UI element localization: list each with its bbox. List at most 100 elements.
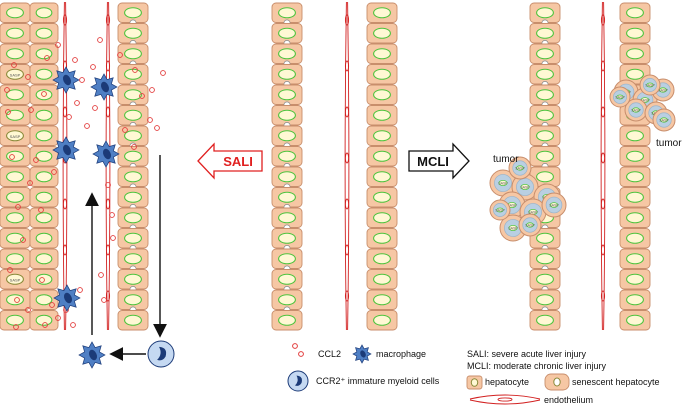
nucleus	[373, 171, 391, 183]
nucleus	[536, 89, 554, 101]
endothelial-nucleus	[600, 290, 606, 302]
legend-senescent-hepatocyte: senescent hepatocyte	[572, 377, 660, 387]
nucleus	[124, 150, 142, 162]
ccl2-icon	[28, 107, 34, 113]
nucleus	[6, 150, 24, 162]
nucleus	[536, 130, 554, 142]
ccl2-icon	[98, 272, 104, 278]
ccl2-icon	[117, 52, 123, 58]
sasp-marker: SASP	[615, 95, 625, 99]
ccl2-icon	[109, 212, 115, 218]
nucleus	[6, 27, 24, 39]
nucleus	[6, 232, 24, 244]
nucleus	[35, 253, 53, 265]
nucleus	[626, 150, 644, 162]
macrophage	[52, 66, 80, 94]
legend-hepatocyte: hepatocyte	[485, 377, 529, 387]
sali-label: SALI	[223, 154, 253, 169]
nucleus	[35, 150, 53, 162]
nucleus	[278, 294, 296, 306]
ccl2-icon	[84, 123, 90, 129]
sasp-marker: SASP	[10, 72, 21, 77]
nucleus	[536, 68, 554, 80]
ccl2-icon	[38, 207, 44, 213]
sasp-marker: SASP	[528, 210, 538, 214]
nucleus	[373, 191, 391, 203]
endothelial-nucleus	[600, 14, 606, 26]
nucleus	[626, 68, 644, 80]
nucleus	[626, 232, 644, 244]
ccl2-icon	[70, 322, 76, 328]
nucleus	[35, 212, 53, 224]
hepatocyte-icon	[466, 375, 483, 390]
ccl2-icon	[72, 57, 78, 63]
nucleus	[124, 314, 142, 326]
nucleus	[124, 171, 142, 183]
endothelial-nucleus	[62, 244, 68, 256]
nucleus	[626, 7, 644, 19]
ccl2-icon	[139, 93, 145, 99]
sasp-marker: SASP	[645, 83, 655, 87]
nucleus	[35, 7, 53, 19]
nucleus	[6, 212, 24, 224]
endothelial-nucleus	[344, 244, 350, 256]
nucleus	[35, 314, 53, 326]
nucleus	[124, 48, 142, 60]
liver-tissue-panels: SASPSASPSASPSASPSASPSASPSASPSASPSASPSASP…	[0, 1, 676, 369]
nucleus	[6, 130, 24, 142]
nucleus	[536, 27, 554, 39]
sasp-marker: SASP	[631, 108, 641, 112]
tumor-cell: SASP	[652, 108, 676, 132]
ccl2-icon	[79, 77, 85, 83]
sasp-marker: SASP	[659, 118, 669, 122]
nucleus	[35, 27, 53, 39]
ccl2-icon	[147, 117, 153, 123]
nucleus	[278, 273, 296, 285]
hepatocyte-column	[366, 2, 398, 331]
nucleus	[278, 253, 296, 265]
legend-mcli-definition: MCLI: moderate chronic liver injury	[467, 361, 607, 371]
endothelium	[344, 1, 350, 331]
nucleus	[35, 68, 53, 80]
sasp-marker: SASP	[508, 226, 518, 230]
nucleus	[124, 89, 142, 101]
ccr2-immature-myeloid-cell	[147, 340, 175, 368]
sasp-marker: SASP	[495, 208, 505, 212]
nucleus	[536, 294, 554, 306]
sasp-marker: SASP	[507, 203, 517, 207]
ccl2-icon	[149, 87, 155, 93]
nucleus	[373, 232, 391, 244]
tumor-label: tumor	[656, 138, 682, 149]
nucleus	[124, 253, 142, 265]
endothelium-icon	[469, 394, 541, 405]
nucleus	[124, 232, 142, 244]
nucleus	[373, 48, 391, 60]
nucleus	[35, 294, 53, 306]
nucleus	[373, 7, 391, 19]
nucleus	[278, 314, 296, 326]
recruitment-arrows	[85, 155, 167, 361]
ccl2-icon	[11, 62, 17, 68]
nucleus	[278, 212, 296, 224]
nucleus	[6, 171, 24, 183]
nucleus	[626, 314, 644, 326]
ccl2-icon	[4, 87, 10, 93]
nucleus	[124, 130, 142, 142]
sasp-marker: SASP	[498, 181, 508, 185]
nucleus	[536, 48, 554, 60]
ccl2-icon	[33, 157, 39, 163]
legend-ccr2: CCR2⁺ immature myeloid cells	[316, 376, 440, 386]
ccl2-icon	[25, 74, 31, 80]
endothelial-nucleus	[62, 198, 68, 210]
ccl2-icon	[13, 324, 19, 330]
nucleus	[373, 212, 391, 224]
nucleus	[626, 48, 644, 60]
macrophage	[78, 341, 106, 369]
nucleus	[373, 314, 391, 326]
ccl2-icon	[97, 37, 103, 43]
nucleus	[6, 48, 24, 60]
tumor-cell: SASP	[609, 86, 631, 108]
ccl2-icon	[154, 125, 160, 131]
nucleus	[278, 130, 296, 142]
